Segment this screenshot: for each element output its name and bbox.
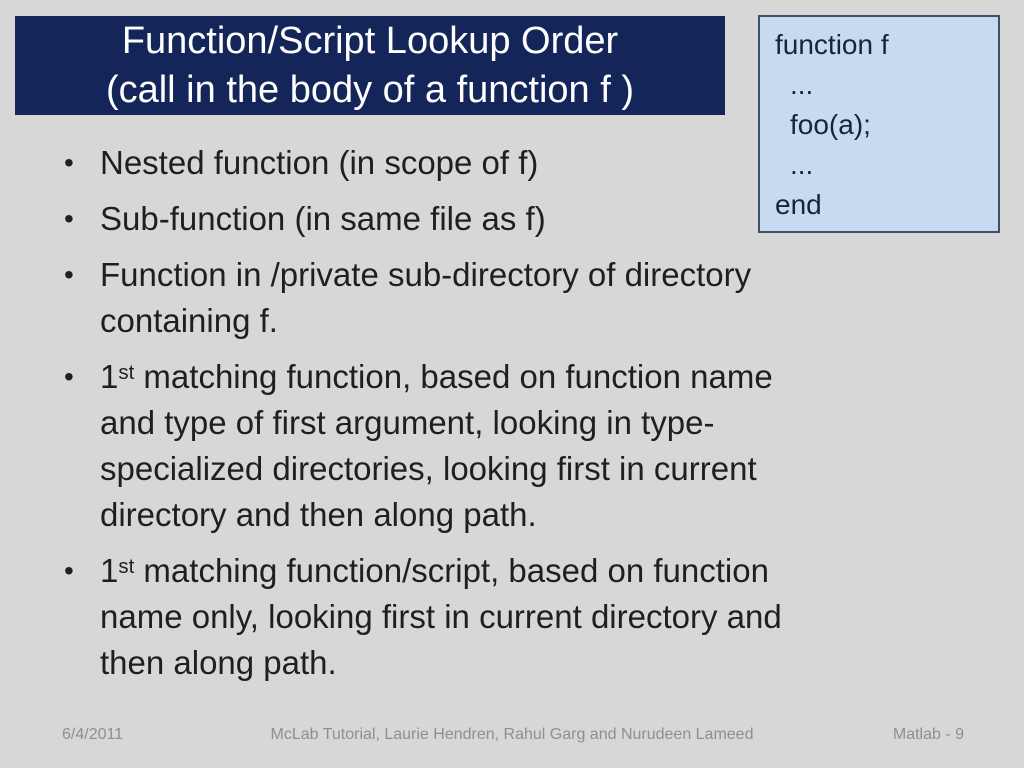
bullet-item: • 1st matching function/script, based on…: [52, 548, 982, 686]
slide-title-box: Function/Script Lookup Order (call in th…: [15, 16, 725, 115]
bullet-line: directory and then along path.: [100, 496, 537, 533]
bullet-item: • Sub-function (in same file as f): [52, 196, 982, 242]
bullet-icon: •: [64, 259, 74, 290]
bullet-text: 1st matching function/script, based on f…: [100, 548, 982, 686]
bullet-line: 1st matching function, based on function…: [100, 358, 773, 395]
bullet-list: • Nested function (in scope of f) • Sub-…: [52, 140, 982, 696]
bullet-icon: •: [64, 147, 74, 178]
code-box: function f... foo(a);... end: [758, 15, 1000, 233]
bullet-line: Sub-function (in same file as f): [100, 200, 546, 237]
bullet-line: containing f.: [100, 302, 278, 339]
bullet-line: Function in /private sub-directory of di…: [100, 256, 752, 293]
bullet-text: Sub-function (in same file as f): [100, 196, 982, 242]
bullet-icon: •: [64, 361, 74, 392]
footer-date: 6/4/2011: [62, 726, 124, 743]
bullet-line: Nested function (in scope of f): [100, 144, 539, 181]
footer-credits: McLab Tutorial, Laurie Hendren, Rahul Ga…: [270, 726, 754, 743]
bullet-text: 1st matching function, based on function…: [100, 354, 982, 538]
bullet-line: then along path.: [100, 644, 337, 681]
footer-slide-label: Matlab - 9: [892, 726, 964, 743]
bullet-line: and type of first argument, looking in t…: [100, 404, 715, 441]
code-line: end: [775, 189, 822, 220]
bullet-icon: •: [64, 555, 74, 586]
bullet-line: name only, looking first in current dire…: [100, 598, 782, 635]
bullet-item: • Function in /private sub-directory of …: [52, 252, 982, 344]
bullet-text: Function in /private sub-directory of di…: [100, 252, 982, 344]
bullet-line: 1st matching function/script, based on f…: [100, 552, 769, 589]
footer: 6/4/2011 McLab Tutorial, Laurie Hendren,…: [0, 722, 1024, 748]
slide-title-line2: (call in the body of a function f ): [105, 68, 635, 111]
code-line: ...: [790, 69, 814, 100]
bullet-line: specialized directories, looking first i…: [100, 450, 757, 487]
bullet-item: • 1st matching function, based on functi…: [52, 354, 982, 538]
bullet-text: Nested function (in scope of f): [100, 140, 982, 186]
code-line: foo(a);: [790, 109, 871, 140]
slide-title-line1: Function/Script Lookup Order: [121, 19, 619, 62]
bullet-item: • Nested function (in scope of f): [52, 140, 982, 186]
code-line: ...: [790, 149, 814, 180]
bullet-icon: •: [64, 203, 74, 234]
code-line: function f: [775, 29, 889, 60]
